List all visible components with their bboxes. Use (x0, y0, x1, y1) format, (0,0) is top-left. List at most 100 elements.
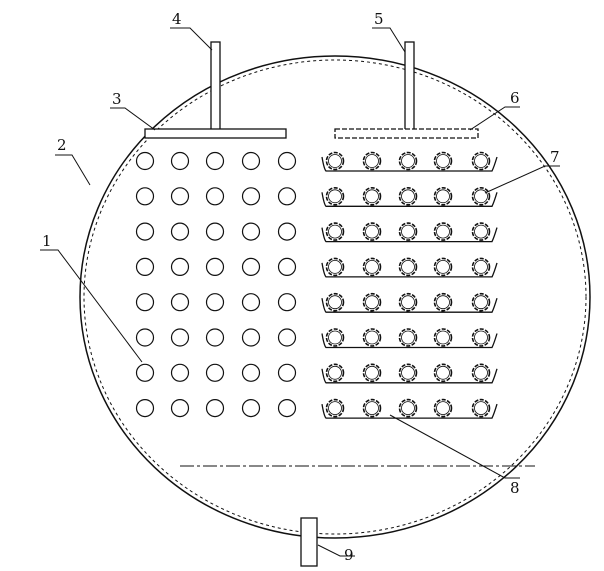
tube-with-film (325, 328, 345, 347)
tube (135, 293, 155, 312)
tube-inner (401, 224, 415, 239)
tube-inner (401, 330, 415, 345)
label-5: 5 (374, 10, 384, 28)
liquid-tray (321, 368, 498, 384)
tube (241, 187, 261, 206)
tube (277, 363, 297, 382)
label-3: 3 (112, 90, 122, 108)
tube-bank-right (321, 151, 498, 419)
tube (205, 363, 225, 382)
tube-with-film (398, 187, 418, 206)
tube (135, 222, 155, 241)
tube-inner (328, 365, 342, 380)
tube (135, 257, 155, 276)
tube-with-film (362, 257, 382, 277)
liquid-tray (321, 156, 498, 172)
leader-lines (40, 27, 560, 557)
tube-with-film (433, 222, 453, 241)
tube-inner (365, 189, 379, 204)
tube-inner (365, 330, 379, 345)
tube (170, 399, 190, 418)
tube-with-film (471, 363, 491, 383)
outlet-pipe (300, 517, 318, 567)
tube (241, 363, 261, 382)
tube (135, 363, 155, 382)
vessel-shell-inner (83, 59, 587, 535)
tube-with-film (433, 328, 453, 347)
tube-with-film (433, 151, 453, 171)
tube (135, 187, 155, 206)
tube-inner (365, 154, 379, 168)
tube-inner (436, 365, 450, 380)
label-2: 2 (57, 136, 67, 154)
tube-with-film (362, 222, 382, 241)
tube-with-film (471, 328, 491, 347)
tube (277, 293, 297, 312)
tube-inner (474, 365, 488, 380)
tube (277, 222, 297, 241)
tube-with-film (325, 257, 345, 277)
tube-inner (436, 295, 450, 310)
tube (241, 293, 261, 312)
tube-with-film (471, 257, 491, 277)
tube-with-film (433, 292, 453, 312)
tube-with-film (362, 292, 382, 312)
tube (205, 151, 225, 171)
tube-inner (474, 295, 488, 310)
tube (170, 328, 190, 347)
inlet-pipe-right (334, 41, 479, 139)
tube (135, 151, 155, 171)
tube (241, 257, 261, 276)
tube-inner (401, 365, 415, 380)
tube-inner (328, 401, 342, 416)
label-9: 9 (344, 546, 354, 564)
tube-inner (401, 295, 415, 310)
tube (170, 151, 190, 171)
label-8: 8 (510, 479, 520, 497)
tube-inner (474, 330, 488, 345)
tube-with-film (471, 151, 491, 171)
inlet-pipe-left (144, 41, 287, 139)
label-6: 6 (510, 89, 520, 107)
tube-with-film (362, 363, 382, 383)
tube-inner (328, 154, 342, 168)
tube-inner (328, 330, 342, 345)
tube-with-film (398, 398, 418, 418)
vessel-shell (79, 55, 591, 539)
tube-with-film (471, 187, 491, 206)
tube-inner (474, 259, 488, 274)
tube-inner (474, 189, 488, 204)
tube-with-film (471, 292, 491, 312)
tube-with-film (362, 151, 382, 171)
tube-with-film (471, 398, 491, 418)
tube-with-film (325, 187, 345, 206)
tube-inner (436, 224, 450, 239)
tube (170, 363, 190, 382)
tube-inner (436, 154, 450, 168)
tube-with-film (433, 398, 453, 418)
tube-with-film (433, 257, 453, 277)
tube (170, 293, 190, 312)
tube (170, 257, 190, 276)
liquid-tray (321, 192, 498, 207)
tube-inner (328, 224, 342, 239)
tube (241, 151, 261, 171)
tube-inner (365, 401, 379, 416)
tube (277, 151, 297, 171)
tube-inner (436, 330, 450, 345)
tube (205, 399, 225, 418)
tube-with-film (362, 328, 382, 347)
label-1: 1 (42, 232, 52, 250)
liquid-tray (321, 403, 498, 419)
tube-with-film (325, 222, 345, 241)
tube-with-film (398, 363, 418, 383)
tube (205, 293, 225, 312)
tube-inner (365, 259, 379, 274)
tube-with-film (325, 292, 345, 312)
tube (170, 222, 190, 241)
tube (135, 399, 155, 418)
tube-with-film (471, 222, 491, 241)
tube-inner (436, 189, 450, 204)
tube (135, 328, 155, 347)
